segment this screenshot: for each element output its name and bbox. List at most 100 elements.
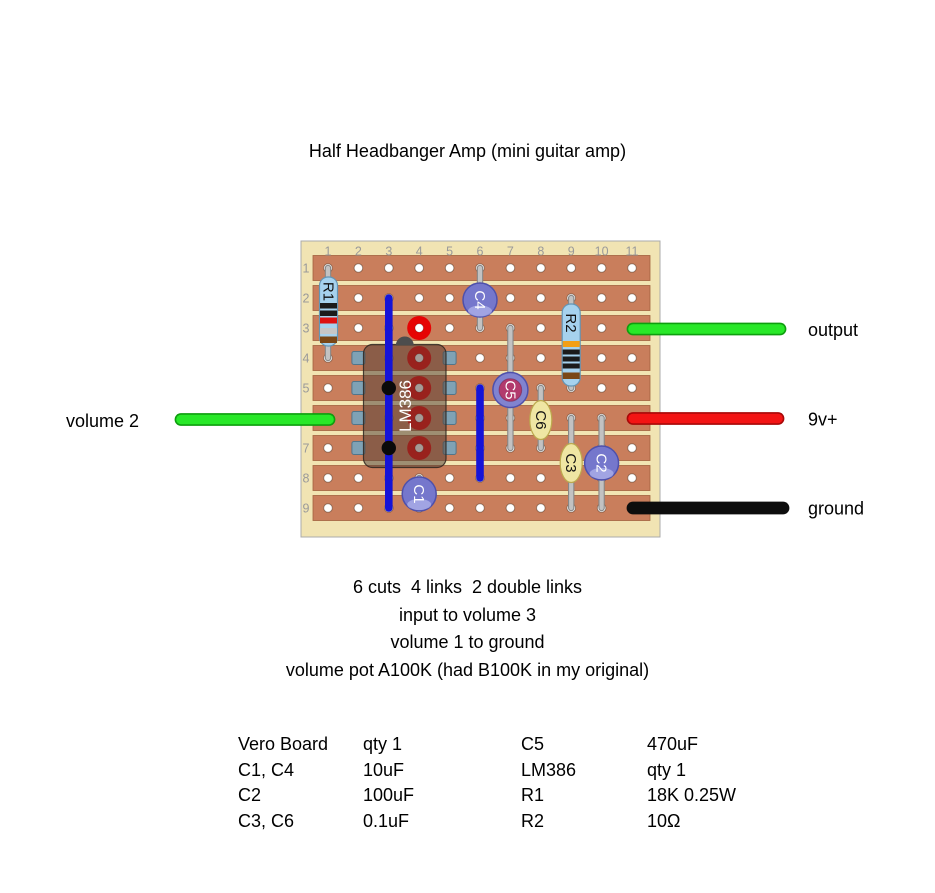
cap-highlight	[589, 468, 614, 479]
board-hole	[536, 263, 546, 273]
cap-c2: C2	[583, 445, 620, 481]
cap-c1-label: C1	[410, 484, 427, 503]
cap-c5-label: C5	[501, 380, 518, 399]
board-hole	[627, 263, 637, 273]
cap-c6-label: C6	[532, 410, 549, 429]
ic-notch	[395, 336, 414, 346]
wire-label-ground: ground	[808, 499, 864, 519]
board-hole	[353, 503, 364, 513]
resistor-r2: R2	[561, 303, 581, 387]
resistor-band	[562, 341, 580, 347]
resistor-band	[320, 336, 337, 343]
resistor-band	[320, 303, 337, 309]
wire-label-9v: 9v+	[808, 410, 838, 430]
part-value: 10Ω	[647, 810, 681, 831]
board-hole	[475, 503, 485, 513]
parts-row: C2 100uF R1 18K 0.25W	[0, 785, 935, 810]
board-hole	[505, 293, 516, 303]
column-label: 9	[568, 245, 575, 259]
board-hole	[627, 293, 637, 303]
link-junction-dot	[381, 380, 396, 396]
resistor-band	[320, 328, 337, 334]
wire-label-output: output	[808, 320, 858, 340]
cap-c6-body	[529, 399, 553, 441]
resistor-r1: R1	[318, 276, 339, 347]
board-hole	[323, 503, 333, 513]
row-label: 8	[303, 472, 310, 486]
board-hole	[596, 263, 607, 273]
board-hole	[414, 263, 425, 273]
resistor-band	[320, 310, 337, 316]
column-label: 10	[595, 245, 609, 259]
resistor-band	[562, 349, 580, 355]
board-hole	[353, 263, 364, 273]
part-value: 18K 0.25W	[647, 785, 737, 805]
board-hole	[596, 293, 607, 303]
part-value: 0.1uF	[363, 810, 410, 831]
part-name: C2	[238, 785, 262, 805]
part-value: 470uF	[647, 734, 699, 754]
parts-row: C3, C6 0.1uF R2 10Ω	[0, 811, 935, 836]
build-notes: 6 cuts 4 links 2 double links input to v…	[0, 574, 935, 684]
cap-c4: C4	[462, 282, 498, 318]
board-hole	[536, 473, 546, 483]
board-hole	[323, 383, 333, 393]
board-hole	[566, 263, 577, 273]
board-hole	[627, 443, 637, 453]
part-value: qty 1	[363, 734, 403, 754]
cap-highlight	[407, 499, 432, 510]
row-label: 4	[303, 352, 310, 366]
row-label: 3	[303, 322, 310, 336]
part-name: C3, C6	[238, 810, 295, 831]
page-title: Half Headbanger Amp (mini guitar amp)	[308, 141, 627, 161]
board-hole	[505, 503, 516, 513]
resistor-band	[562, 372, 580, 379]
cap-c5-inner	[498, 378, 523, 402]
column-label: 4	[416, 245, 423, 259]
column-label: 5	[446, 245, 453, 259]
column-label: 1	[325, 245, 332, 259]
row-label: 5	[303, 382, 310, 396]
board-hole	[323, 443, 333, 453]
cap-c3-label: C3	[562, 453, 579, 472]
row-label: 2	[303, 292, 310, 306]
cap-c2-label: C2	[593, 453, 610, 472]
board-hole	[444, 503, 455, 513]
resistor-band	[320, 317, 337, 324]
board-hole	[475, 353, 485, 363]
board-hole	[353, 293, 364, 303]
board-hole	[414, 293, 425, 303]
board-hole	[596, 353, 607, 363]
board-hole	[505, 263, 516, 273]
board-hole	[596, 323, 607, 333]
part-name: C5	[521, 734, 545, 754]
parts-row: C1, C4 10uF LM386 qty 1	[0, 760, 935, 785]
part-value: qty 1	[647, 759, 687, 780]
track-cut-hole	[414, 323, 424, 333]
resistor-band	[562, 356, 580, 362]
board-hole	[536, 293, 546, 303]
ic-lm386: LM386	[351, 336, 457, 469]
link-junction-dot	[381, 440, 396, 456]
resistor-r2-label: R2	[562, 313, 579, 332]
note-line: 6 cuts 4 links 2 double links	[352, 577, 583, 597]
board-hole	[444, 263, 455, 273]
board-hole	[536, 353, 546, 363]
column-label: 3	[385, 245, 392, 259]
jumper-links	[381, 294, 484, 512]
resistor-band	[562, 363, 580, 369]
note-line: volume 1 to ground	[390, 632, 545, 653]
board-hole	[384, 263, 394, 273]
cap-c3: C3	[559, 442, 583, 484]
column-label: 7	[507, 245, 514, 259]
board-hole	[627, 353, 637, 363]
board-hole	[536, 323, 546, 333]
board-hole	[444, 473, 455, 483]
cap-c5: C5	[492, 371, 529, 409]
cap-c4-label: C4	[471, 290, 488, 309]
row-label: 1	[303, 262, 310, 276]
